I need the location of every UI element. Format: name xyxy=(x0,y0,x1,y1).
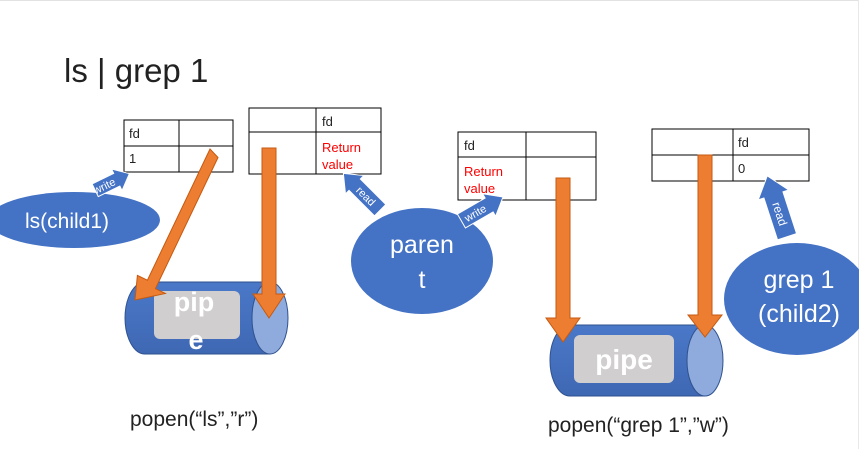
process-parent: paren t xyxy=(351,208,493,314)
top-divider xyxy=(0,0,859,1)
child2-label-2: (child2) xyxy=(758,300,840,328)
table2-header: fd xyxy=(322,114,333,129)
orange-arrows xyxy=(134,147,724,343)
arrow-child1-to-pipe xyxy=(134,148,219,301)
right-pipe-label: pipe xyxy=(595,344,653,375)
parent-label-2: t xyxy=(419,266,426,294)
left-pipe-label-box xyxy=(154,291,240,339)
table1-value: 1 xyxy=(129,151,136,166)
table2-value-1: Return xyxy=(322,140,361,155)
child1-label: ls(child1) xyxy=(25,210,109,233)
parent-label-1: paren xyxy=(390,231,454,259)
left-pipe-label-1: pip xyxy=(174,287,215,317)
child2-label-1: grep 1 xyxy=(764,266,835,294)
fd-table-child1: fd 1 xyxy=(123,119,234,173)
process-child2: grep 1 (child2) xyxy=(724,243,859,355)
table3-header: fd xyxy=(464,138,475,153)
table3-value-1: Return xyxy=(464,164,503,179)
caption-popen-ls: popen(“ls”,”r”) xyxy=(130,408,259,431)
process-child1: ls(child1) xyxy=(0,192,160,248)
caption-popen-grep: popen(“grep 1”,”w”) xyxy=(548,414,729,437)
arrow-parent-to-right-pipe xyxy=(545,177,581,343)
page-title: ls | grep 1 xyxy=(64,52,209,89)
fd-table-child2: fd 0 xyxy=(651,128,810,182)
arrow-parent-to-left-pipe xyxy=(252,147,286,319)
right-pipe-label-box xyxy=(574,335,674,383)
left-pipe-label-2: e xyxy=(188,325,203,355)
table4-value: 0 xyxy=(738,161,745,176)
table1-header: fd xyxy=(129,126,140,141)
table4-header: fd xyxy=(738,135,749,150)
arrow-child2-to-right-pipe xyxy=(686,154,724,338)
fd-table-parent-2: fd Return value xyxy=(457,131,597,201)
right-pipe: pipe xyxy=(549,324,724,397)
table2-value-2: value xyxy=(322,157,353,172)
read-arrow-child2: read xyxy=(757,175,798,241)
left-pipe: pip e xyxy=(124,281,289,355)
table3-value-2: value xyxy=(464,181,495,196)
